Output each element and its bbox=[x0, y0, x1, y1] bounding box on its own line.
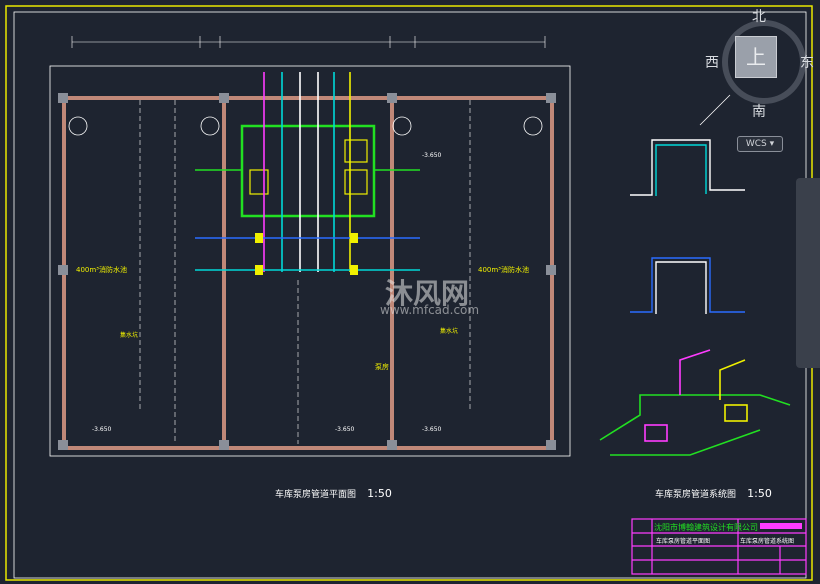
plan-drawing-title: 车库泵房管道平面图 1:50 bbox=[275, 482, 392, 501]
drain-left-label: 集水坑 bbox=[120, 332, 139, 339]
plan-title-text: 车库泵房管道平面图 bbox=[275, 490, 357, 500]
view-cube-top-face[interactable]: 上 bbox=[735, 36, 777, 78]
view-cube-ring[interactable] bbox=[722, 20, 806, 104]
system-title-text: 车库泵房管道系统图 bbox=[655, 490, 737, 500]
compass-east-label: 东 bbox=[800, 55, 814, 71]
interior-hidden-lines bbox=[139, 100, 471, 444]
top-dimension-line bbox=[71, 36, 546, 48]
drain-right-label: 集水坑 bbox=[440, 328, 459, 335]
pump-room-label: 泵房 bbox=[375, 363, 389, 371]
elevation-label-2: -3.650 bbox=[335, 426, 355, 433]
elevation-label-4: -3.650 bbox=[422, 152, 442, 159]
structural-columns bbox=[58, 93, 556, 450]
title-block-drawing-2: 车库泵房管道系统图 bbox=[740, 538, 795, 545]
pump-base-frame bbox=[240, 124, 376, 218]
title-block-drawing-1: 车库泵房管道平面图 bbox=[656, 538, 711, 545]
pump-unit-right-top bbox=[344, 139, 368, 163]
watermark-url: www.mfcad.com bbox=[380, 303, 480, 317]
pipe-valves bbox=[255, 233, 358, 275]
navigation-bar[interactable] bbox=[796, 178, 820, 368]
title-block-company: 沈阳市博翰建筑设计有限公司 bbox=[654, 523, 758, 532]
pool-left-label: 400m³消防水池 bbox=[76, 266, 127, 274]
compass-north-label: 北 bbox=[752, 9, 766, 25]
system-diagram-middle bbox=[630, 257, 745, 314]
wcs-label: WCS bbox=[745, 139, 767, 149]
horizontal-pipes bbox=[195, 169, 420, 271]
system-diagram-top bbox=[630, 94, 745, 196]
pool-right-label: 400m³消防水池 bbox=[478, 266, 529, 274]
elevation-label-3: -3.650 bbox=[422, 426, 442, 433]
compass-west-label: 西 bbox=[705, 55, 719, 71]
title-block-name-bar bbox=[760, 523, 802, 529]
elevation-label-1: -3.650 bbox=[92, 426, 112, 433]
system-drawing-title: 车库泵房管道系统图 1:50 bbox=[655, 482, 772, 501]
pump-unit-right-bottom bbox=[344, 169, 368, 195]
system-diagram-isometric bbox=[599, 349, 791, 456]
title-block bbox=[631, 518, 807, 575]
watermark-brand: 沐风网 bbox=[385, 277, 470, 310]
wcs-dropdown[interactable]: WCS ▾ bbox=[737, 136, 783, 152]
compass-south-label: 南 bbox=[752, 104, 766, 120]
vent-fixtures bbox=[68, 116, 543, 136]
plan-scale-text: 1:50 bbox=[367, 487, 392, 500]
plan-frame bbox=[49, 65, 571, 457]
vertical-pipes bbox=[263, 72, 351, 272]
system-scale-text: 1:50 bbox=[747, 487, 772, 500]
pump-unit-left bbox=[249, 169, 269, 195]
